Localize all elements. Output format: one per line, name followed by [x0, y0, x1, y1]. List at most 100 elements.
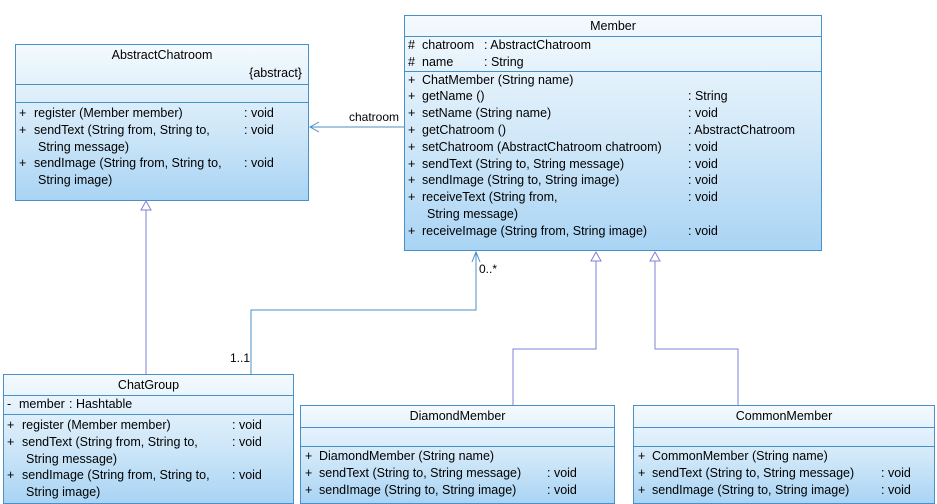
class-name-compartment: CommonMember [634, 406, 934, 428]
class-name-compartment: AbstractChatroom {abstract} [16, 45, 308, 85]
visibility-marker: + [408, 72, 416, 87]
operation-row: + sendImage (String from, String to, : v… [4, 467, 293, 484]
class-name-compartment: Member [405, 16, 821, 37]
operation-row: + register (Member member) : void [16, 105, 308, 122]
class-operation-compartment: + register (Member member) : void + send… [16, 103, 308, 189]
operation-return-type: : void [244, 106, 274, 120]
operation-signature: setName (String name) [422, 106, 552, 121]
class-diamond-member[interactable]: DiamondMember + DiamondMember (String na… [300, 405, 615, 504]
operation-signature: sendImage (String from, String to, [22, 468, 210, 483]
visibility-marker: + [408, 122, 416, 137]
operation-return-type: : void [881, 465, 911, 480]
operation-row: + register (Member member) : void [4, 417, 293, 434]
operation-signature: String message) [427, 206, 519, 221]
operation-return-type: : void [688, 173, 718, 188]
visibility-marker: + [305, 482, 313, 497]
operation-signature: receiveImage (String from, String image) [422, 223, 648, 238]
multiplicity-label: 1..1 [230, 351, 251, 365]
operation-signature: setChatroom (AbstractChatroom chatroom) [422, 139, 662, 154]
operation-return-type: : AbstractChatroom [688, 122, 795, 137]
open-arrowhead-icon [471, 250, 481, 263]
operation-return-type: : void [232, 418, 262, 432]
operation-row: + sendText (String to, String message) :… [634, 465, 934, 482]
hollow-triangle-icon [649, 250, 661, 262]
visibility-marker: + [7, 418, 15, 432]
visibility-marker: - [7, 397, 12, 411]
visibility-marker: + [638, 482, 646, 497]
attribute-name: name [422, 54, 454, 69]
visibility-marker: + [408, 223, 416, 238]
class-abstract-chatroom[interactable]: AbstractChatroom {abstract} + register (… [15, 44, 309, 201]
attribute-type: : AbstractChatroom [484, 38, 591, 52]
visibility-marker: + [19, 156, 27, 171]
hollow-triangle-icon [140, 199, 152, 211]
class-stereotype: {abstract} [249, 66, 302, 80]
operation-signature: sendImage (String from, String to, [34, 156, 222, 171]
operation-return-type: : void [244, 156, 274, 171]
operation-row: + DiamondMember (String name) [301, 448, 614, 465]
association-role-label: chatroom [349, 110, 400, 124]
operation-signature: String image) [26, 485, 101, 500]
visibility-marker: + [305, 449, 313, 463]
operation-row: + sendImage (String to, String image) : … [301, 482, 614, 499]
operation-row: + sendImage (String to, String image) : … [634, 482, 934, 499]
attribute-row: # name : String [405, 54, 821, 71]
operation-return-type: : void [688, 223, 718, 238]
association-chatgroup-member[interactable] [250, 250, 481, 374]
operation-row-continuation: String message) [405, 206, 821, 223]
operation-return-type: : void [232, 434, 262, 449]
operation-signature: CommonMember (String name) [652, 449, 828, 463]
operation-return-type: : void [688, 190, 718, 205]
attribute-name: chatroom [422, 38, 475, 52]
class-name-compartment: ChatGroup [4, 375, 293, 396]
operation-row: + setChatroom (AbstractChatroom chatroom… [405, 139, 821, 156]
class-attribute-compartment: # chatroom : AbstractChatroom # name : S… [405, 37, 821, 72]
operation-row: + sendText (String to, String message) :… [301, 465, 614, 482]
operation-row: + sendImage (String to, String image) : … [405, 172, 821, 189]
operation-return-type: : void [547, 465, 577, 480]
operation-return-type: : void [688, 139, 718, 154]
class-common-member[interactable]: CommonMember + CommonMember (String name… [633, 405, 935, 504]
class-name: AbstractChatroom [111, 48, 213, 62]
operation-signature: register (Member member) [34, 106, 183, 120]
operation-signature: String message) [38, 139, 130, 154]
operation-row: + receiveText (String from, : void [405, 189, 821, 206]
class-chat-group[interactable]: ChatGroup - member : Hashtable + registe… [3, 374, 294, 504]
class-operation-compartment: + ChatMember (String name) + getName () … [405, 72, 821, 240]
generalization-chatgroup[interactable] [140, 199, 152, 374]
operation-return-type: : void [688, 156, 718, 171]
visibility-marker: + [7, 468, 15, 483]
operation-row: + sendText (String to, String message) :… [405, 156, 821, 173]
operation-row-continuation: String message) [4, 451, 293, 468]
class-attribute-compartment [301, 428, 614, 447]
visibility-marker: + [305, 465, 313, 480]
operation-signature: receiveText (String from, [422, 190, 558, 205]
class-attribute-compartment [634, 428, 934, 447]
class-attribute-compartment: - member : Hashtable [4, 396, 293, 415]
operation-return-type: : void [688, 106, 718, 121]
generalization-diamond-member[interactable] [512, 250, 602, 405]
class-name: DiamondMember [409, 409, 506, 423]
operation-signature: String message) [26, 451, 118, 466]
attribute-row: # chatroom : AbstractChatroom [405, 37, 821, 54]
operation-row: + sendImage (String from, String to, : v… [16, 155, 308, 172]
operation-signature: getName () [422, 89, 485, 104]
operation-row: + receiveImage (String from, String imag… [405, 223, 821, 240]
visibility-marker: + [638, 449, 646, 463]
operation-signature: sendImage (String to, String image) [319, 482, 517, 497]
hollow-triangle-icon [590, 250, 602, 262]
operation-row-continuation: String message) [16, 139, 308, 156]
class-member[interactable]: Member # chatroom : AbstractChatroom # n… [404, 15, 822, 251]
generalization-common-member[interactable] [649, 250, 739, 405]
operation-signature: String image) [38, 173, 113, 188]
operation-row: + getChatroom () : AbstractChatroom [405, 122, 821, 139]
visibility-marker: + [408, 89, 416, 104]
operation-row: + sendText (String from, String to, : vo… [4, 434, 293, 451]
multiplicity-label: 0..* [479, 262, 498, 276]
class-name-compartment: DiamondMember [301, 406, 614, 428]
class-operation-compartment: + DiamondMember (String name) + sendText… [301, 447, 614, 498]
attribute-row: - member : Hashtable [4, 396, 293, 413]
operation-signature: sendText (String from, String to, [34, 122, 210, 137]
operation-signature: sendText (String to, String message) [652, 465, 855, 480]
class-name: Member [590, 19, 636, 33]
